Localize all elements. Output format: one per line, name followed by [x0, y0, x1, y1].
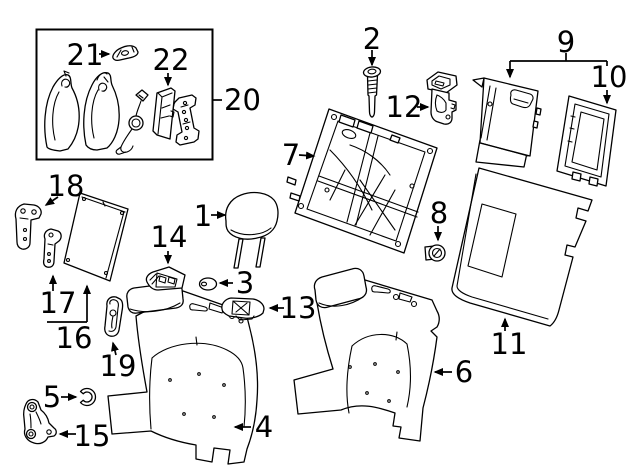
part-19-side-shield	[104, 296, 124, 337]
part-20-hardware-kit-box	[35, 28, 214, 161]
part-1-headrest	[224, 191, 279, 269]
callout-9-label: 9	[557, 25, 575, 59]
kit-trim-cover-left	[44, 70, 80, 152]
part-5-retainer-c-clip	[79, 387, 97, 407]
part-3-trim-cap	[198, 277, 218, 291]
part-15-hinge-bracket	[22, 398, 57, 445]
callout-7-label: 7	[282, 138, 300, 172]
part-9-armrest-frame	[472, 77, 542, 168]
part-13-latch-cover	[221, 297, 265, 321]
part-10-armrest-bezel	[556, 95, 617, 187]
callout-9-bracket	[510, 53, 608, 66]
part-4-seat-back-cover-left	[107, 282, 259, 465]
callout-5-label: 5	[43, 380, 61, 414]
part-7-seat-back-frame	[286, 108, 438, 254]
callout-18-label: 18	[48, 169, 85, 203]
part-12-latch-assembly	[426, 71, 458, 125]
part-22-kit-trim-strip	[152, 87, 176, 140]
callout-19-arrow	[111, 341, 119, 356]
part-14-guide-plate	[145, 266, 186, 291]
callout-6-label: 6	[455, 355, 473, 389]
callout-19-label: 19	[100, 349, 137, 383]
part-6-seat-back-cover-right	[293, 267, 440, 442]
part-11-seat-back-board	[451, 167, 593, 327]
callout-15-label: 15	[74, 419, 111, 453]
part-18-corner-bracket	[14, 203, 42, 250]
callout-13-label: 13	[280, 291, 317, 325]
part-17-side-bracket-small	[42, 228, 62, 268]
part-2-headrest-guide-bolt	[362, 66, 382, 118]
part-21-kit-clip	[112, 45, 139, 62]
callouts: 1 2 3 4 5 6 7 8 9 10 11 12 13 14 15 16	[40, 22, 628, 453]
part-8-grommet	[424, 244, 446, 262]
callout-18-arrow	[44, 196, 59, 206]
callout-21-label: 21	[67, 38, 104, 72]
callout-17-label: 17	[40, 286, 77, 320]
kit-cable	[115, 89, 149, 155]
callout-7-arrow	[298, 151, 316, 160]
callout-12-label: 12	[386, 90, 423, 124]
kit-striker-plate	[172, 94, 200, 146]
callout-14-label: 14	[151, 220, 188, 254]
part-16-back-trim-panel	[63, 192, 129, 282]
kit-trim-cover-right	[83, 71, 120, 151]
callout-11-label: 11	[491, 327, 528, 361]
callout-20-label: 20	[224, 83, 261, 117]
callout-2-label: 2	[363, 22, 381, 56]
callout-16-label: 16	[56, 321, 93, 355]
callout-10-label: 10	[591, 60, 628, 94]
callout-4-label: 4	[255, 410, 273, 444]
callout-1-label: 1	[194, 199, 212, 233]
callout-8-label: 8	[430, 196, 448, 230]
callout-22-label: 22	[153, 43, 190, 77]
callout-3-label: 3	[236, 266, 254, 300]
